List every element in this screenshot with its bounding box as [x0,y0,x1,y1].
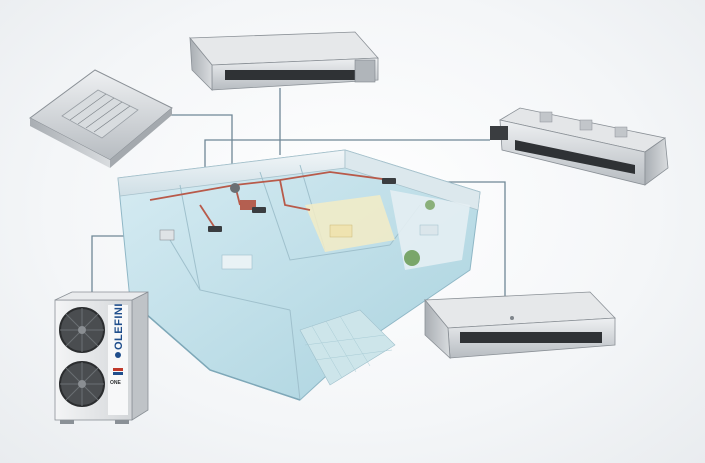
outdoor-condenser-icon: OLEFINI ONE [54,291,149,424]
fan-top [59,307,105,353]
refrigerant-piping [149,171,391,229]
brand-logo-icon [115,352,121,358]
ducted-unit-top-icon [189,31,379,91]
line-cassette [165,114,233,185]
building-floorplan-icon [117,149,481,401]
ducted-unit-right-upper-icon [490,107,669,186]
fan-bottom [59,361,105,407]
indoor-unit-markers [159,178,396,241]
ducted-unit-right-lower-icon [424,291,616,359]
outdoor-unit-sub-label: ONE [110,380,122,386]
outdoor-unit-brand: OLEFINI [113,303,125,350]
cassette-unit-icon [29,69,173,168]
